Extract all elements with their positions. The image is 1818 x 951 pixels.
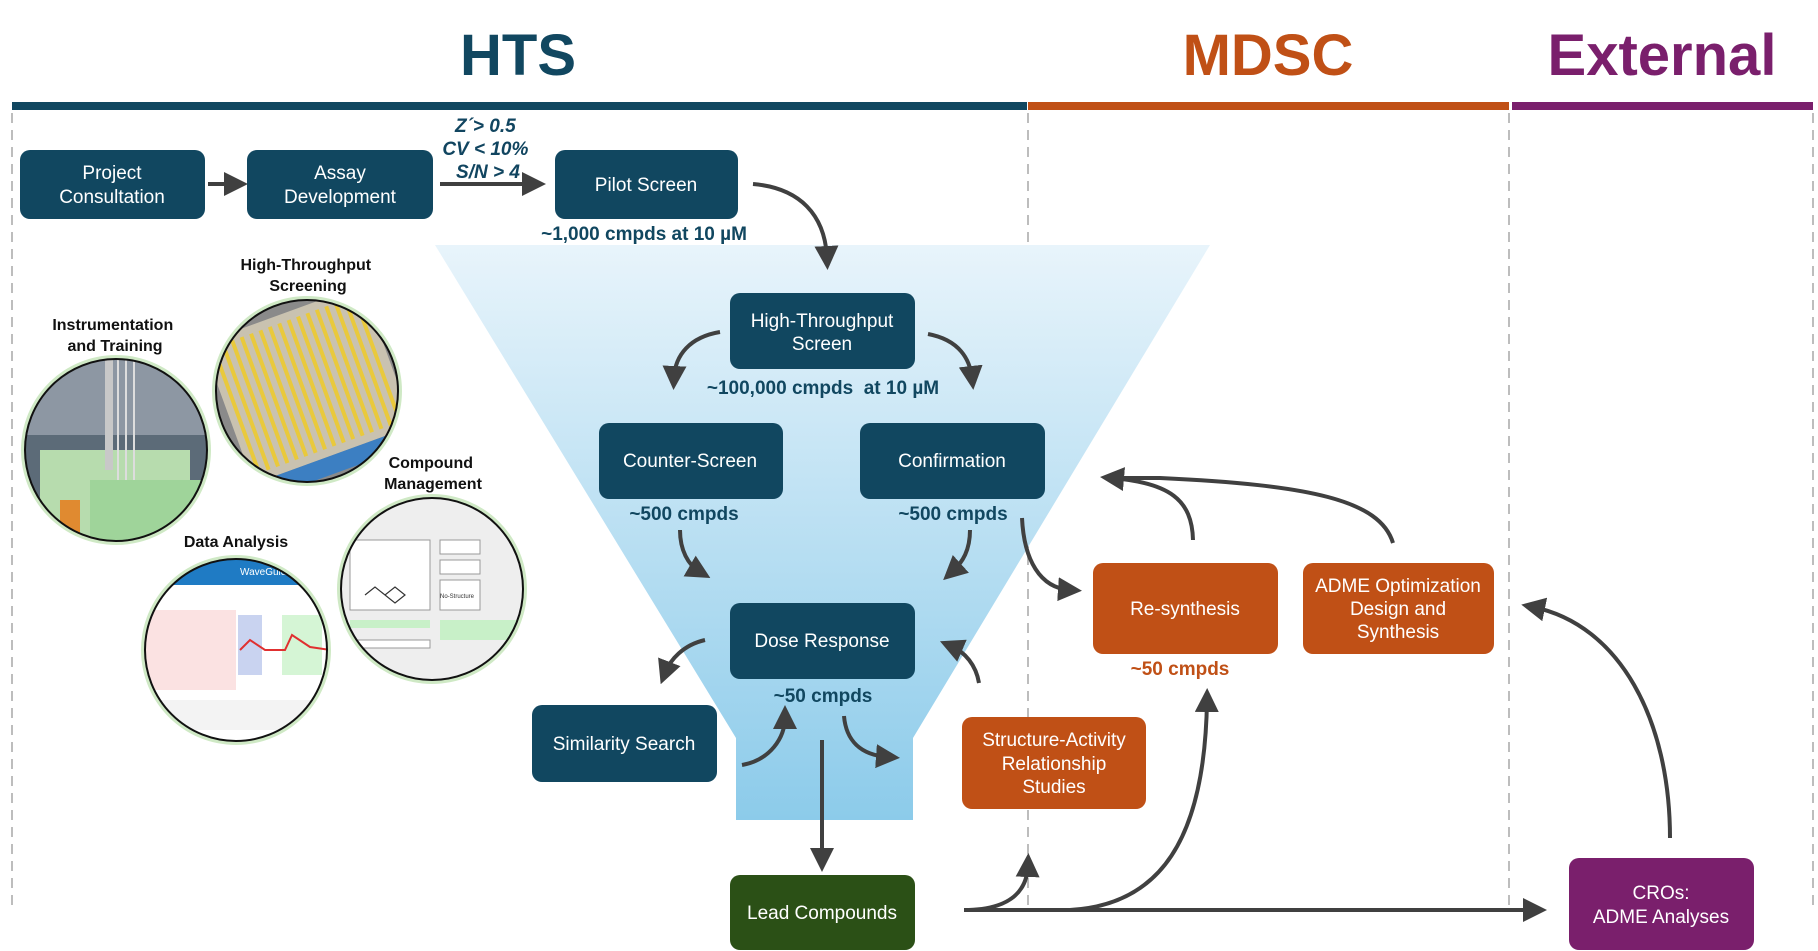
count-hts: ~100,000 cmpds at 10 µM bbox=[707, 378, 939, 399]
count-pilot: ~1,000 cmpds at 10 µM bbox=[541, 224, 747, 245]
arrow-resynthesis-to-dose bbox=[1100, 467, 1195, 541]
flow-arrows bbox=[208, 172, 1672, 922]
section-bar-external bbox=[1512, 102, 1813, 110]
count-dose: ~50 cmpds bbox=[774, 686, 873, 707]
caption-compound-management: Compound Management bbox=[384, 455, 482, 493]
svg-text:Counter-Screen: Counter-Screen bbox=[623, 451, 757, 472]
count-resynthesis: ~50 cmpds bbox=[1131, 659, 1230, 680]
svg-text:Lead Compounds: Lead Compounds bbox=[747, 903, 897, 924]
photo-instrumentation bbox=[21, 355, 211, 545]
arrow-confirmation-to-resynthesis bbox=[1020, 517, 1082, 602]
svg-text:Similarity Search: Similarity Search bbox=[553, 734, 696, 755]
svg-text:CROs:ADME Analyses: CROs:ADME Analyses bbox=[1593, 883, 1729, 928]
svg-text:Re-synthesis: Re-synthesis bbox=[1130, 599, 1240, 620]
screening-funnel bbox=[435, 245, 1210, 820]
assay-criteria: Z´> 0.5 CV < 10% S/N > 4 bbox=[442, 116, 533, 183]
svg-text:Pilot Screen: Pilot Screen bbox=[595, 175, 697, 196]
photo-data-analysis: WaveGuide bbox=[141, 555, 331, 745]
arrow-sar-to-dose bbox=[939, 639, 981, 684]
arrow-adme-to-dose bbox=[1112, 476, 1395, 544]
arrow-dose-to-similarity bbox=[658, 638, 706, 685]
box-resynthesis[interactable]: Re-synthesis bbox=[1093, 563, 1278, 654]
photo-hts-plate bbox=[212, 296, 402, 486]
section-title-hts: HTS bbox=[460, 23, 576, 88]
caption-instrumentation: Instrumentation and Training bbox=[52, 317, 177, 355]
box-counter-screen[interactable]: Counter-Screen bbox=[599, 423, 783, 499]
caption-hts: High-Throughput Screening bbox=[240, 257, 375, 295]
count-counter: ~500 cmpds bbox=[629, 504, 738, 525]
box-dose-response[interactable]: Dose Response bbox=[730, 603, 915, 679]
svg-text:Dose Response: Dose Response bbox=[754, 631, 889, 652]
arrow-dose-to-sar bbox=[842, 715, 900, 769]
box-similarity-search[interactable]: Similarity Search bbox=[532, 705, 717, 782]
caption-data-analysis: Data Analysis bbox=[184, 534, 288, 551]
box-cros[interactable]: CROs:ADME Analyses bbox=[1569, 858, 1754, 950]
section-title-mdsc: MDSC bbox=[1183, 23, 1354, 88]
no-structure-label: No-Structure bbox=[440, 594, 475, 600]
box-lead-compounds[interactable]: Lead Compounds bbox=[730, 875, 915, 950]
arrow-counter-to-dose bbox=[678, 529, 711, 579]
section-bar-hts bbox=[12, 102, 1027, 110]
section-title-external: External bbox=[1548, 23, 1777, 88]
svg-text:Confirmation: Confirmation bbox=[898, 451, 1006, 472]
arrow-lead-to-resynthesis bbox=[1069, 688, 1219, 912]
arrow-similarity-to-dose bbox=[741, 705, 797, 767]
arrow-hts-to-confirmation bbox=[927, 332, 983, 390]
waveguide-label: WaveGuide bbox=[240, 567, 292, 578]
box-pilot-screen[interactable]: Pilot Screen bbox=[555, 150, 738, 219]
arrow-hts-to-counter bbox=[662, 330, 721, 390]
arrow-confirmation-to-dose bbox=[943, 529, 972, 581]
photo-compound-management: No-Structure bbox=[337, 494, 527, 684]
count-confirmation: ~500 cmpds bbox=[898, 504, 1007, 525]
arrow-lead-to-sar bbox=[963, 853, 1040, 912]
arrow-cros-to-adme bbox=[1521, 597, 1672, 839]
section-bar-mdsc bbox=[1028, 102, 1509, 110]
box-confirmation[interactable]: Confirmation bbox=[860, 423, 1045, 499]
arrow-pilot-to-hts bbox=[752, 182, 839, 270]
